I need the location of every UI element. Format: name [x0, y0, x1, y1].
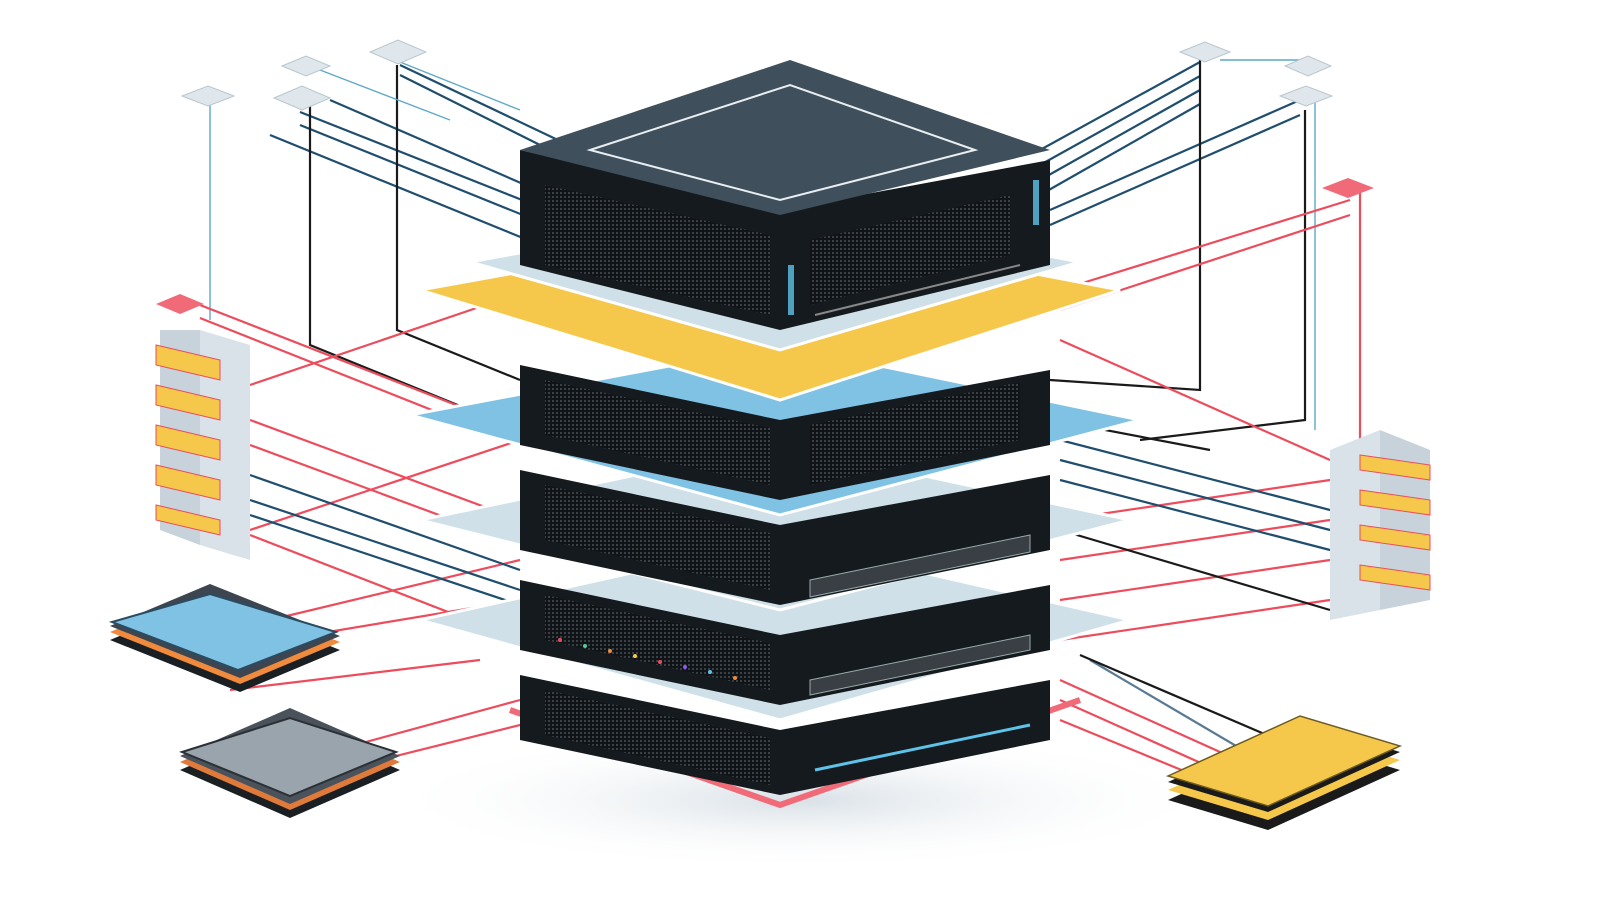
gray-drive — [179, 708, 400, 818]
endpoint-nodes — [156, 39, 1374, 314]
node-icon — [1178, 41, 1232, 63]
node-icon — [1283, 55, 1333, 77]
server-unit-2 — [520, 365, 1050, 500]
teal-cables-left — [209, 59, 521, 320]
server-stack — [409, 60, 1141, 795]
left-rack — [155, 330, 250, 560]
blue-drive — [108, 584, 340, 692]
node-icon — [368, 39, 428, 65]
navy-cables-right — [1039, 61, 1301, 227]
teal-cables-right — [1220, 59, 1316, 430]
navy-cables-mid-right — [1059, 438, 1331, 761]
right-rack — [1330, 430, 1431, 620]
black-cables-left — [308, 65, 521, 412]
black-cables-lower-right — [1059, 528, 1331, 747]
server-unit-4 — [520, 580, 1050, 705]
server-unit-1 — [520, 60, 1050, 330]
node-icon — [272, 85, 332, 111]
node-icon-red — [1322, 178, 1374, 198]
server-top-face — [520, 60, 1050, 215]
navy-cables-mid-left — [249, 473, 521, 607]
server-unit-5 — [520, 675, 1050, 795]
node-icon — [1278, 85, 1334, 107]
node-icon — [280, 55, 332, 77]
node-icon — [180, 85, 236, 107]
node-icon-red — [156, 294, 204, 314]
yellow-drive — [1165, 715, 1403, 830]
server-unit-3 — [520, 470, 1050, 605]
